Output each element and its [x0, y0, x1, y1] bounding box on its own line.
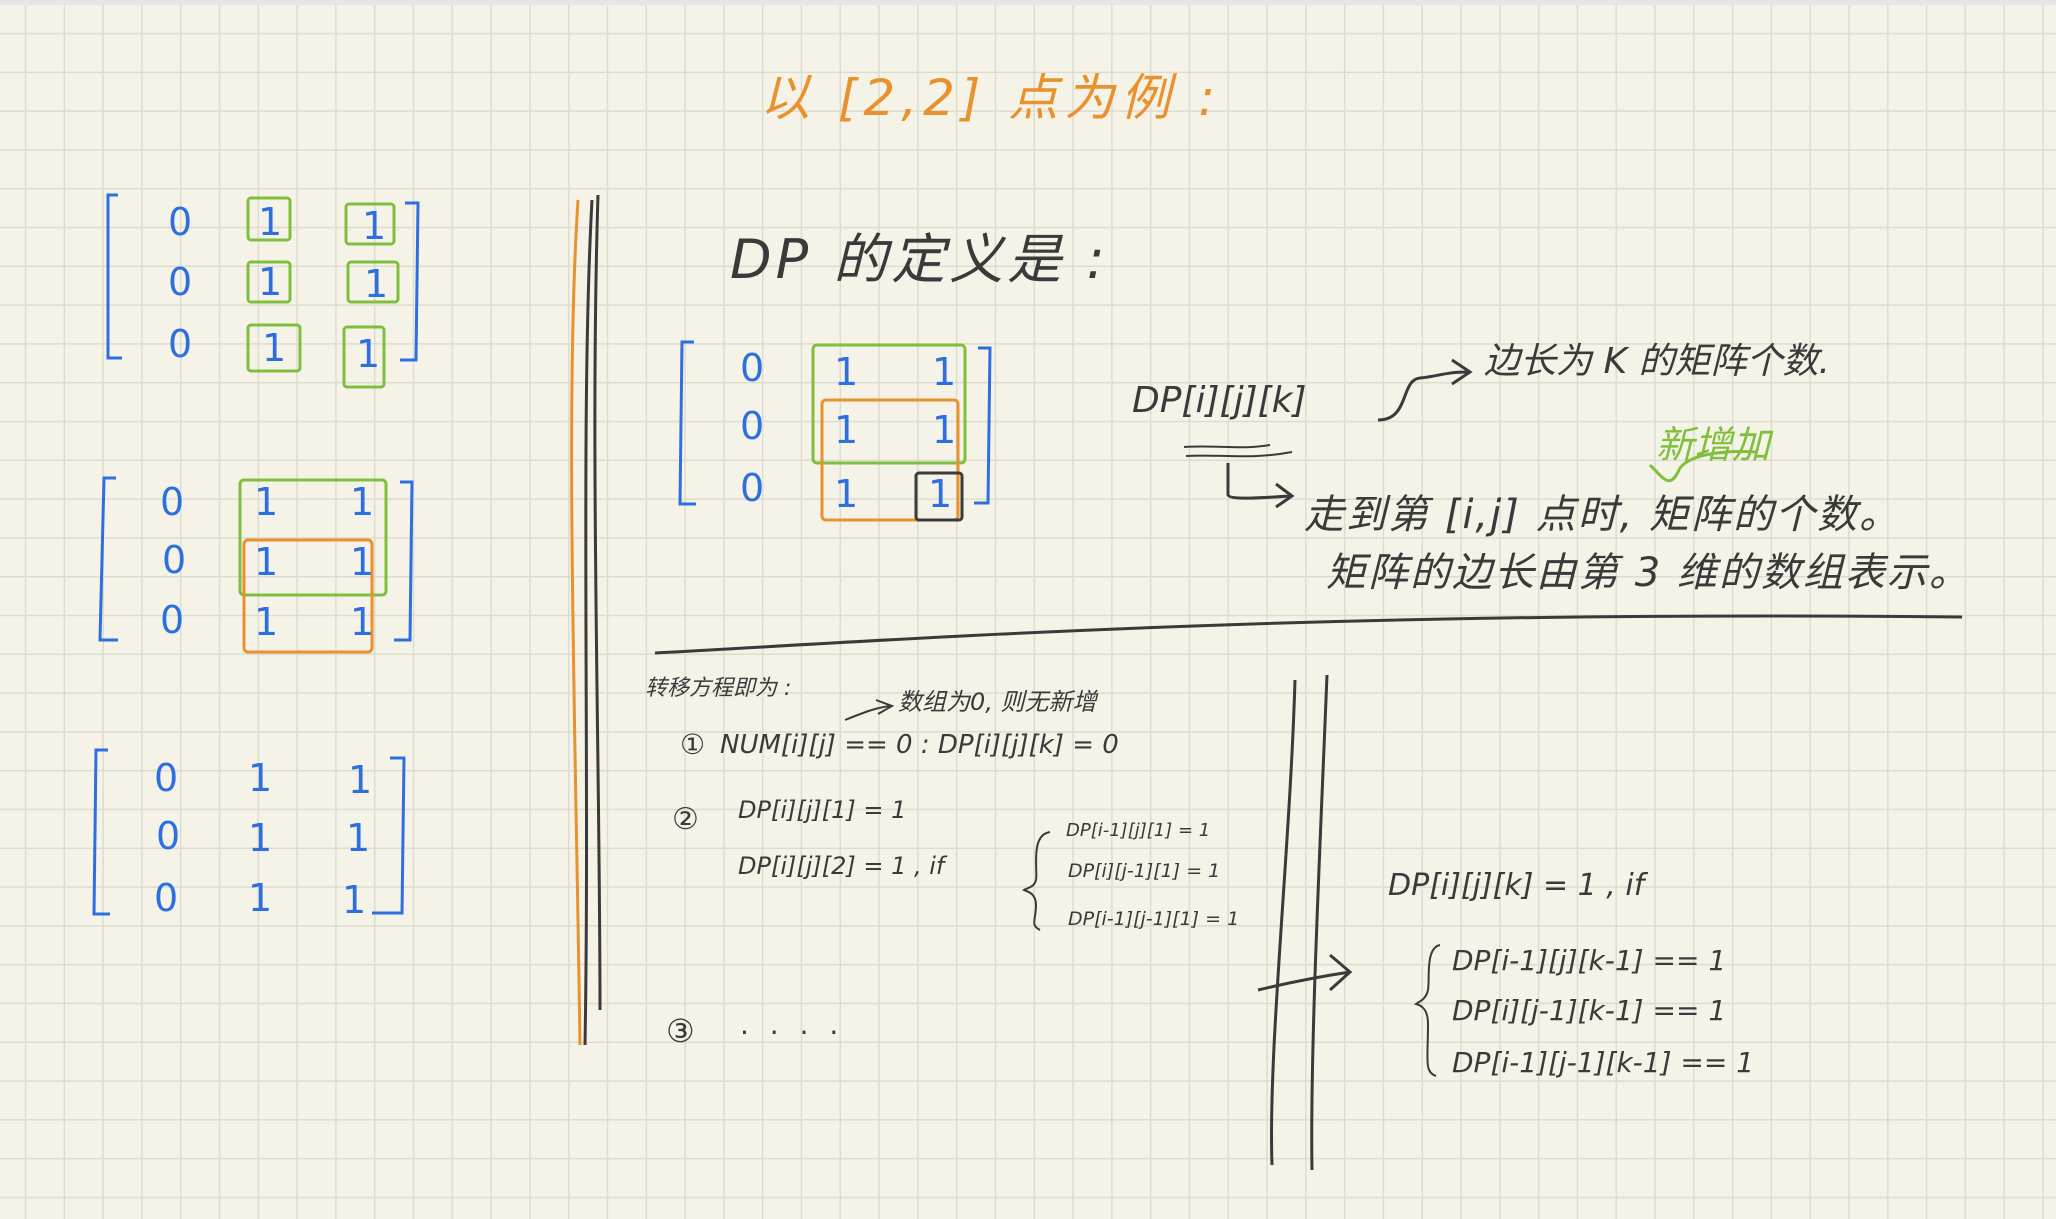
- definition-line-2: 矩阵的边长由第 3 维的数组表示。: [1326, 550, 1971, 596]
- transition-side-note: 数组为0, 则无新增: [898, 688, 1097, 716]
- general-rule: DP[i][j][k] = 1 , if: [1388, 868, 1645, 903]
- dp-formula: DP[i][j][k]: [1132, 380, 1307, 421]
- step-1-formula: NUM[i][j] == 0 : DP[i][j][k] = 0: [720, 730, 1119, 760]
- matrix-cell: 1: [364, 262, 389, 306]
- matrix-cell: 1: [350, 600, 375, 644]
- matrix-cell: 1: [254, 540, 279, 584]
- step-2-number: ②: [672, 802, 699, 837]
- matrix-cell: 0: [168, 322, 193, 366]
- matrix-cell: 1: [248, 756, 273, 800]
- transition-heading: 转移方程即为 :: [645, 676, 792, 701]
- matrix-cell: 1: [262, 326, 287, 370]
- matrix-cell: 0: [162, 538, 187, 582]
- matrix-cell: 1: [932, 350, 957, 394]
- matrix-cell: 1: [342, 878, 367, 922]
- matrix-cell: 1: [254, 600, 279, 644]
- matrix-cell: 0: [160, 480, 185, 524]
- matrix-cell: 0: [740, 466, 765, 510]
- matrix-cell: 1: [834, 472, 859, 516]
- step-2-condition: DP[i][j-1][1] = 1: [1068, 860, 1221, 882]
- matrix-cell: 0: [168, 200, 193, 244]
- top-edge: [0, 0, 2056, 5]
- matrix-cell: 1: [356, 332, 381, 376]
- general-condition: DP[i][j-1][k-1] == 1: [1452, 994, 1727, 1027]
- general-condition: DP[i-1][j][k-1] == 1: [1452, 944, 1727, 977]
- general-condition: DP[i-1][j-1][k-1] == 1: [1452, 1046, 1755, 1079]
- matrix-cell: 0: [154, 756, 179, 800]
- matrix-cell: 1: [258, 260, 283, 304]
- definition-heading: DP 的定义是 :: [730, 228, 1109, 291]
- matrix-cell: 1: [834, 408, 859, 452]
- matrix-cell: 0: [740, 346, 765, 390]
- step-2-rule: DP[i][j][2] = 1 , if: [738, 852, 945, 880]
- arrow-note: 边长为 K 的矩阵个数.: [1484, 341, 1830, 382]
- matrix-cell: 1: [834, 350, 859, 394]
- page-title: 以 [2,2] 点为例 :: [760, 69, 1222, 127]
- matrix-cell: 1: [248, 816, 273, 860]
- matrix-cell: 0: [154, 876, 179, 920]
- matrix-cell: 1: [928, 472, 953, 516]
- matrix-cell: 1: [248, 876, 273, 920]
- matrix-cell: 0: [160, 598, 185, 642]
- matrix-cell: 1: [254, 480, 279, 524]
- matrix-cell: 1: [362, 204, 387, 248]
- matrix-cell: 0: [168, 260, 193, 304]
- matrix-cell: 1: [350, 480, 375, 524]
- step-2-condition: DP[i-1][j][1] = 1: [1066, 820, 1211, 841]
- matrix-cell: 1: [258, 200, 283, 244]
- matrix-cell: 1: [350, 540, 375, 584]
- definition-line-1: 走到第 [i,j] 点时, 矩阵的个数。: [1304, 492, 1902, 538]
- matrix-cell: 0: [740, 404, 765, 448]
- step-3-ellipsis: . . . .: [740, 1008, 845, 1041]
- matrix-cell: 0: [156, 814, 181, 858]
- step-2-condition: DP[i-1][j-1][1] = 1: [1068, 908, 1240, 930]
- matrix-cell: 1: [932, 408, 957, 452]
- step-3-number: ③: [666, 1012, 695, 1050]
- matrix-cell: 1: [348, 758, 373, 802]
- added-note: 新增加: [1656, 423, 1771, 467]
- step-2-base: DP[i][j][1] = 1: [738, 796, 907, 824]
- step-1-number: ①: [680, 728, 706, 761]
- matrix-cell: 1: [346, 816, 371, 860]
